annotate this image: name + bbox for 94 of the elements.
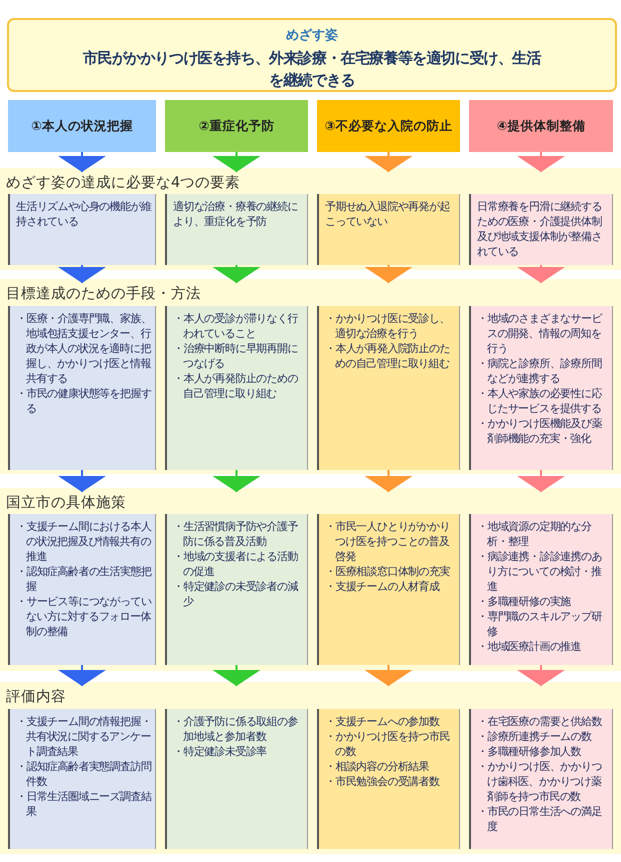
chevron-arrow bbox=[212, 265, 260, 283]
content-cell bbox=[8, 306, 156, 470]
bullet-item: ・特定健診の未受診者の減少 bbox=[173, 579, 299, 609]
bullet-item: ・地域資源の定期的な分析・整理 bbox=[477, 519, 592, 549]
content-cell bbox=[165, 306, 308, 470]
chevron-arrow bbox=[212, 152, 260, 172]
bullet-item: ・医療・介護専門職、家族、地域包括支援センター、行政が本人の状況を適時に把握し、かかりつけ医と情報共有する bbox=[16, 311, 152, 386]
section-band bbox=[0, 488, 621, 671]
cell-text: 日常療養を円滑に継続するための医療・介護提供体制及び地域支援体制が整備されている bbox=[477, 199, 603, 259]
bullet-item: ・かかりつけ医を持つ市民の数 bbox=[325, 729, 451, 759]
bullet-item: ・日常生活圏域ニーズ調査結果 bbox=[16, 789, 152, 819]
pillar-title: ③不必要な入院の防止 bbox=[324, 118, 452, 134]
section-heading: めざす姿の達成に必要な4つの要素 bbox=[6, 174, 240, 192]
chevron-arrow bbox=[58, 152, 106, 172]
bullet-item: ・特定健診未受診率 bbox=[173, 744, 268, 759]
content-cell bbox=[165, 709, 308, 849]
content-cell bbox=[469, 514, 613, 665]
pillar-title: ④提供体制整備 bbox=[496, 118, 586, 134]
chevron-arrow bbox=[212, 470, 260, 492]
pillar-box bbox=[469, 100, 613, 152]
bullet-item: ・市民一人ひとりがかかりつけ医を持つことの普及啓発 bbox=[325, 519, 451, 564]
bullet-item: ・サービス等につながっていない方に対するフォロー体制の整備 bbox=[16, 594, 152, 639]
cell-text: 適切な治療・療養の継続により、重症化を予防 bbox=[173, 199, 299, 229]
content-cell bbox=[317, 709, 460, 849]
bullet-item: ・医療相談窓口体制の充実 bbox=[325, 564, 451, 579]
bullet-item: ・治療中断時に早期再開につなげる bbox=[173, 341, 299, 371]
bullet-item: ・多職種研修の実施 bbox=[477, 594, 572, 609]
bullet-item: ・本人が再発防止のための自己管理に取り組む bbox=[173, 371, 299, 401]
bullet-item: ・市民の健康状態等を把握する bbox=[16, 386, 152, 416]
section-heading: 目標達成のための手段・方法 bbox=[6, 284, 201, 303]
chevron-arrow bbox=[364, 265, 412, 283]
bullet-item: ・市民の日常生活への満足度 bbox=[477, 804, 603, 834]
content-cell bbox=[317, 514, 460, 665]
content-cell bbox=[469, 194, 613, 265]
section-heading: 評価内容 bbox=[6, 688, 66, 706]
content-cell bbox=[8, 514, 156, 665]
bullet-item: ・地域医療計画の推進 bbox=[477, 639, 582, 654]
bullet-item: ・病院と診療所、診療所間などが連携する bbox=[477, 356, 603, 386]
chevron-arrow bbox=[212, 665, 260, 686]
chevron-arrow bbox=[364, 152, 412, 172]
bullet-item: ・かかりつけ医に受診し、適切な治療を行う bbox=[325, 311, 451, 341]
pillar-title: ①本人の状況把握 bbox=[31, 118, 133, 134]
content-cell bbox=[317, 306, 460, 470]
chevron-arrow bbox=[364, 665, 412, 686]
cell-text: 予期せぬ入退院や再発が起こっていない bbox=[325, 199, 451, 229]
chevron-arrow bbox=[364, 470, 412, 492]
bullet-item: ・在宅医療の需要と供給数 bbox=[477, 714, 603, 729]
bullet-item: ・病診連携・診診連携のあり方についての検討・推進 bbox=[477, 549, 603, 594]
goal-box bbox=[7, 18, 617, 92]
chevron-arrow bbox=[517, 152, 565, 172]
bullet-item: ・専門職のスキルアップ研修 bbox=[477, 609, 603, 639]
chevron-arrow bbox=[517, 265, 565, 283]
chevron-arrow bbox=[517, 470, 565, 492]
chevron-arrow bbox=[58, 265, 106, 283]
bullet-item: ・多職種研修参加人数 bbox=[477, 744, 582, 759]
bullet-item: ・本人が再発入院防止のための自己管理に取り組む bbox=[325, 341, 451, 371]
chevron-arrow bbox=[58, 665, 106, 686]
bullet-item: ・市民勉強会の受講者数 bbox=[325, 774, 440, 789]
bullet-item: ・相談内容の分析結果 bbox=[325, 759, 430, 774]
bullet-item: ・支援チームへの参加数 bbox=[325, 714, 440, 729]
bullet-item: ・診療所連携チームの数 bbox=[477, 729, 592, 744]
bullet-item: ・地域のさまざまなサービスの開発、情報の周知を行う bbox=[477, 311, 604, 356]
cell-text: 生活リズムや心身の機能が維持されている bbox=[16, 199, 152, 229]
bullet-item: ・認知症高齢者の生活実態把握 bbox=[16, 564, 152, 594]
content-cell bbox=[165, 194, 308, 265]
chevron-arrow bbox=[517, 665, 565, 686]
pillar-box bbox=[8, 100, 156, 152]
section-band bbox=[0, 682, 621, 854]
box-heading: めざす姿 bbox=[286, 27, 338, 44]
pillar-box bbox=[317, 100, 460, 152]
bullet-item: ・生活習慣病予防や介護予防に係る普及活動 bbox=[173, 519, 299, 549]
content-cell bbox=[469, 306, 613, 470]
content-cell bbox=[165, 514, 308, 665]
section-band bbox=[0, 279, 621, 474]
bullet-item: ・支援チーム間における本人の状況把握及び情報共有の推進 bbox=[16, 519, 152, 564]
bullet-item: ・支援チームの人材育成 bbox=[325, 579, 440, 594]
bullet-item: ・本人の受診が滞りなく行われていること bbox=[173, 311, 300, 341]
bullet-item: ・本人や家族の必要性に応じたサービスを提供する bbox=[477, 386, 603, 416]
chevron-arrow bbox=[58, 470, 106, 492]
section-band bbox=[0, 168, 621, 270]
content-cell bbox=[317, 194, 460, 265]
bullet-item: ・支援チーム間の情報把握・共有状況に関するアンケート調査結果 bbox=[16, 714, 152, 759]
pillar-title: ②重症化予防 bbox=[198, 118, 274, 134]
goal-statement: 市民がかかりつけ医を持ち、外来診療・在宅療養等を適切に受け、生活を継続できる bbox=[82, 48, 542, 91]
pillar-box bbox=[165, 100, 308, 152]
bullet-item: ・介護予防に係る取組の参加地域と参加者数 bbox=[173, 714, 299, 744]
content-cell bbox=[8, 194, 156, 265]
content-cell bbox=[8, 709, 156, 849]
section-heading: 国立市の具体施策 bbox=[6, 494, 126, 512]
bullet-item: ・地域の支援者による活動の促進 bbox=[173, 549, 299, 579]
bullet-item: ・認知症高齢者実態調査訪問件数 bbox=[16, 759, 152, 789]
bullet-item: ・かかりつけ医機能及び薬剤師機能の充実・強化 bbox=[477, 416, 603, 446]
content-cell bbox=[469, 709, 613, 849]
bullet-item: ・かかりつけ医、かかりつけ歯科医、かかりつけ薬剤師を持つ市民の数 bbox=[477, 759, 603, 804]
